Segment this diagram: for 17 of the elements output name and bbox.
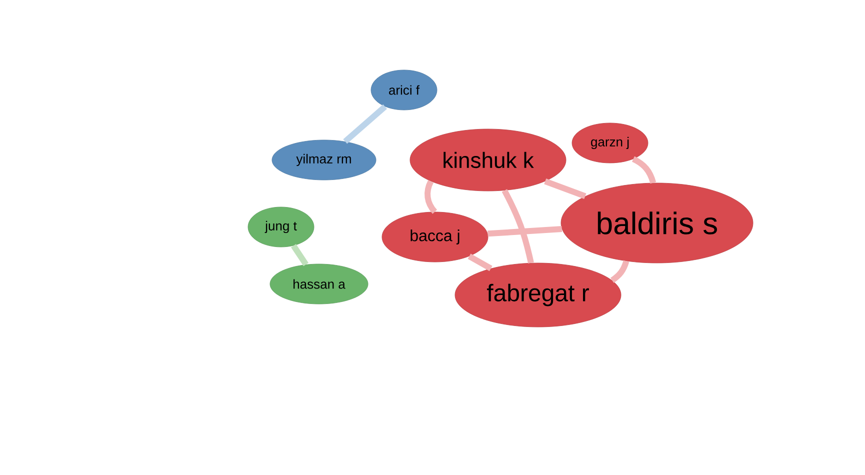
author-bubble: baldiris s (560, 182, 754, 264)
author-bubble: arici f (370, 70, 438, 110)
link-line (343, 104, 388, 144)
author-bubble: fabregat r (454, 262, 622, 328)
author-bubble: garzn j (572, 122, 648, 164)
author-bubble: hassan a (270, 264, 368, 304)
author-bubble: jung t (248, 206, 314, 248)
link-line (468, 254, 492, 272)
link-line (488, 226, 562, 237)
link-line (544, 178, 586, 200)
link-line (632, 156, 656, 184)
author-bubble: bacca j (382, 212, 488, 262)
link-line (290, 244, 308, 266)
link-line (502, 189, 534, 264)
author-bubble: kinshuk k (410, 128, 566, 192)
author-bubble: yilmaz rm (272, 140, 376, 180)
link-line (610, 260, 630, 283)
